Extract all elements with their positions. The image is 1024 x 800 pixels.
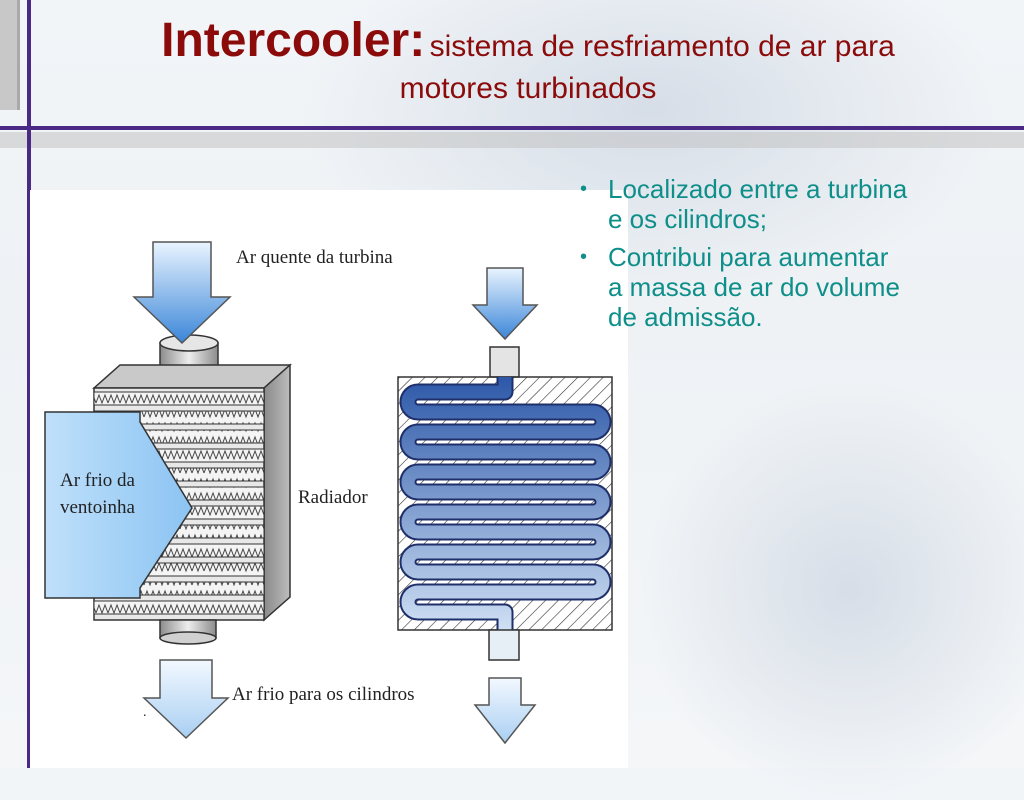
bullet-text-line: Contribui para aumentar [608,242,889,272]
intercooler-diagram: Ar quente da turbina Ar frio da ventoinh… [30,190,628,768]
intake-pipe-opening [159,334,219,352]
bullet-text-line: e os cilindros; [608,204,767,234]
bullet-item: • Contribui para aumentar a massa de ar … [572,242,1012,332]
vertical-divider [27,0,31,768]
label-fan-line1: Ar frio da [60,470,135,491]
bullet-item: • Localizado entre a turbina e os cilind… [572,174,1012,234]
title-main: Intercooler: [161,14,426,67]
fan-air-arrow-icon [44,411,193,599]
radiator-outlet-arrow-icon [473,677,537,745]
left-accent-bar [0,0,20,110]
radiator-schematic [397,267,613,745]
header-shadow-band [0,132,1024,148]
bullet-text-line: de admissão. [608,302,763,332]
radiator-inlet-arrow-icon [471,267,539,341]
bullet-icon: • [580,178,588,200]
cold-air-arrow-icon [142,659,230,740]
header-divider [0,126,1024,130]
title-subtitle: sistema de resfriamento de ar para [429,30,895,63]
diagram-svg: Ar quente da turbina Ar frio da ventoinh… [44,241,613,745]
stray-mark: . [143,705,147,720]
title-subtitle-line2: motores turbinados [399,72,657,105]
label-fan-line2: ventoinha [60,497,135,518]
hot-air-arrow-icon [132,241,232,345]
radiator-outlet-pipe [488,629,520,661]
label-cold-air: Ar frio para os cilindros [232,684,415,705]
bullet-list: • Localizado entre a turbina e os cilind… [572,174,1012,340]
background-decoration [640,380,1024,800]
radiator-coil [401,377,610,630]
radiator-inlet-pipe [489,346,520,378]
label-hot-air: Ar quente da turbina [236,247,393,268]
bullet-text-line: a massa de ar do volume [608,272,900,302]
bullet-icon: • [580,246,588,268]
core-top-face [92,364,292,389]
slide-title: Intercooler: sistema de resfriamento de … [48,8,1008,105]
label-radiator: Radiador [298,487,368,508]
bullet-text-line: Localizado entre a turbina [608,174,908,204]
core-side-face [263,363,291,622]
